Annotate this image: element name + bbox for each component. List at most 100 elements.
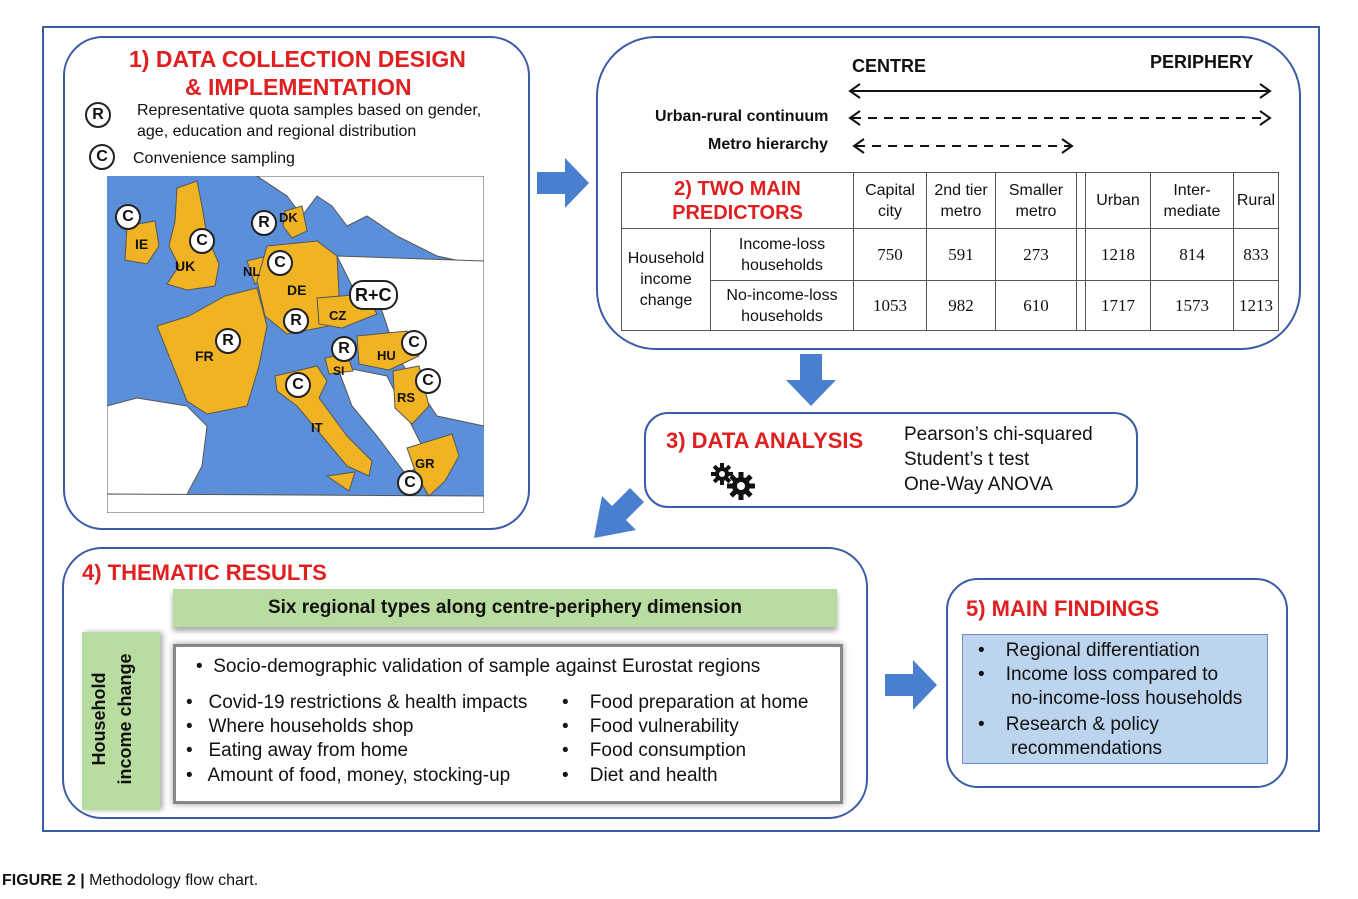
table-divider-cell xyxy=(1076,228,1086,281)
box1-title-line2: & IMPLEMENTATION xyxy=(185,74,412,100)
marker-nl: C xyxy=(267,250,293,276)
finding-item: • Income loss compared to xyxy=(978,664,1219,685)
row-group-label: Household income change xyxy=(621,228,711,331)
country-label-gr: GR xyxy=(415,456,435,471)
box-data-collection: 1) DATA COLLECTION DESIGN & IMPLEMENTATI… xyxy=(63,36,530,530)
finding-item: • Research & policy xyxy=(978,714,1159,735)
findings-panel xyxy=(962,634,1268,764)
col-header-text: Inter- xyxy=(1173,181,1211,199)
urban-rural-label: Urban-rural continuum xyxy=(655,108,829,125)
box-data-analysis xyxy=(644,412,1138,508)
col-header-text: Capital xyxy=(865,181,915,199)
bullet-text: Diet and health xyxy=(589,765,718,786)
periphery-label: PERIPHERY xyxy=(1150,52,1254,72)
country-label-rs: RS xyxy=(397,390,416,405)
row-group-line: income xyxy=(640,271,692,288)
regional-types-banner: Six regional types along centre-peripher… xyxy=(173,589,837,627)
arrow-right-icon xyxy=(537,158,589,208)
row-label-text: households xyxy=(741,307,823,325)
side-label-line1: Household xyxy=(89,672,109,766)
metro-hierarchy-label: Metro hierarchy xyxy=(708,136,829,153)
urban-rural-arrow-icon xyxy=(848,110,1272,126)
table-title-line1: 2) TWO MAIN xyxy=(674,177,801,200)
col-header-intermediate: Inter-mediate xyxy=(1150,172,1234,229)
arrow-down-left-icon xyxy=(594,488,644,538)
country-label-fr: FR xyxy=(195,348,214,364)
legend-c-text: Convenience sampling xyxy=(133,150,295,167)
country-label-hu: HU xyxy=(377,348,396,363)
table-cell: 814 xyxy=(1150,228,1234,281)
side-label-text: Household income change xyxy=(86,634,138,804)
marker-de: R xyxy=(283,308,309,334)
country-label-uk: UK xyxy=(175,258,196,274)
table-divider-cell xyxy=(1076,172,1086,229)
iberia-land xyxy=(107,397,208,513)
it-sicily-shape xyxy=(325,471,356,492)
fr-shape xyxy=(156,287,268,415)
col-header-text: Urban xyxy=(1096,192,1140,209)
method-item: Student’s t test xyxy=(904,449,1030,470)
marker-gr: C xyxy=(397,470,423,496)
right-bullet: • Food vulnerability xyxy=(562,716,739,737)
left-bullet: • Amount of food, money, stocking-up xyxy=(186,765,511,786)
table-cell: 1573 xyxy=(1150,280,1234,331)
finding-item-continuation: no-income-loss households xyxy=(1011,688,1243,709)
dk-shape xyxy=(282,205,308,239)
country-label-cz: CZ xyxy=(329,308,347,323)
col-header-rural: Rural xyxy=(1233,172,1279,229)
table-divider-cell xyxy=(1076,280,1086,331)
finding-text: Income loss compared to xyxy=(1005,664,1219,685)
legend-r-line1: Representative quota samples based on ge… xyxy=(137,102,482,119)
bullet-text: Covid-19 restrictions & health impacts xyxy=(208,692,528,713)
marker-uk: C xyxy=(189,228,215,254)
legend-r-line2: age, education and regional distribution xyxy=(137,123,417,140)
table-cell: 1213 xyxy=(1233,280,1279,331)
bullet-text: Food consumption xyxy=(589,740,747,761)
convenience-symbol-icon: C xyxy=(89,144,115,170)
right-bullet: • Food consumption xyxy=(562,740,747,761)
method-item: One-Way ANOVA xyxy=(904,474,1053,495)
table-cell: 1218 xyxy=(1085,228,1151,281)
row-label-text: households xyxy=(741,256,823,274)
bullet-text: Amount of food, money, stocking-up xyxy=(207,765,511,786)
north-africa-land xyxy=(107,493,484,513)
caption-text: Methodology flow chart. xyxy=(84,872,259,889)
metro-arrow-icon xyxy=(852,138,1074,154)
right-bullet: • Diet and health xyxy=(562,765,718,786)
left-bullet: • Where households shop xyxy=(186,716,414,737)
outer-frame xyxy=(42,26,1320,832)
col-header-text: Rural xyxy=(1236,192,1276,209)
country-label-de: DE xyxy=(287,282,307,298)
row-label-no-income-loss: No-income-loss households xyxy=(710,280,854,331)
col-header-text: metro xyxy=(1015,202,1057,220)
country-label-dk: DK xyxy=(279,210,298,225)
finding-text: Regional differentiation xyxy=(1005,640,1200,661)
table-cell: 591 xyxy=(926,228,996,281)
country-label-it: IT xyxy=(311,420,323,435)
household-income-side-label: Household income change xyxy=(82,632,160,810)
col-header-text: mediate xyxy=(1163,202,1221,220)
finding-item: • Regional differentiation xyxy=(978,640,1200,661)
arrow-right-icon xyxy=(885,660,937,710)
centre-label: CENTRE xyxy=(852,56,927,76)
box1-title-line1: 1) DATA COLLECTION DESIGN xyxy=(129,46,466,72)
country-label-ie: IE xyxy=(135,236,149,252)
right-bullet: • Food preparation at home xyxy=(562,692,809,713)
results-list-box xyxy=(173,644,843,804)
marker-cz: R+C xyxy=(349,280,398,310)
col-header-text: Smaller xyxy=(1008,181,1064,199)
left-bullet: • Covid-19 restrictions & health impacts xyxy=(186,692,528,713)
table-cell: 750 xyxy=(853,228,927,281)
marker-it: C xyxy=(285,372,311,398)
top-bullet-text: Socio-demographic validation of sample a… xyxy=(213,656,761,677)
col-header-text: city xyxy=(878,202,902,220)
marker-ie: C xyxy=(115,204,141,230)
bullet-text: Eating away from home xyxy=(208,740,409,761)
bullet-text: Food vulnerability xyxy=(589,716,739,737)
row-label-text: No-income-loss xyxy=(726,286,838,304)
country-label-si: SI xyxy=(333,364,345,378)
marker-fr: R xyxy=(215,328,241,354)
box4-title: 4) THEMATIC RESULTS xyxy=(82,560,327,585)
